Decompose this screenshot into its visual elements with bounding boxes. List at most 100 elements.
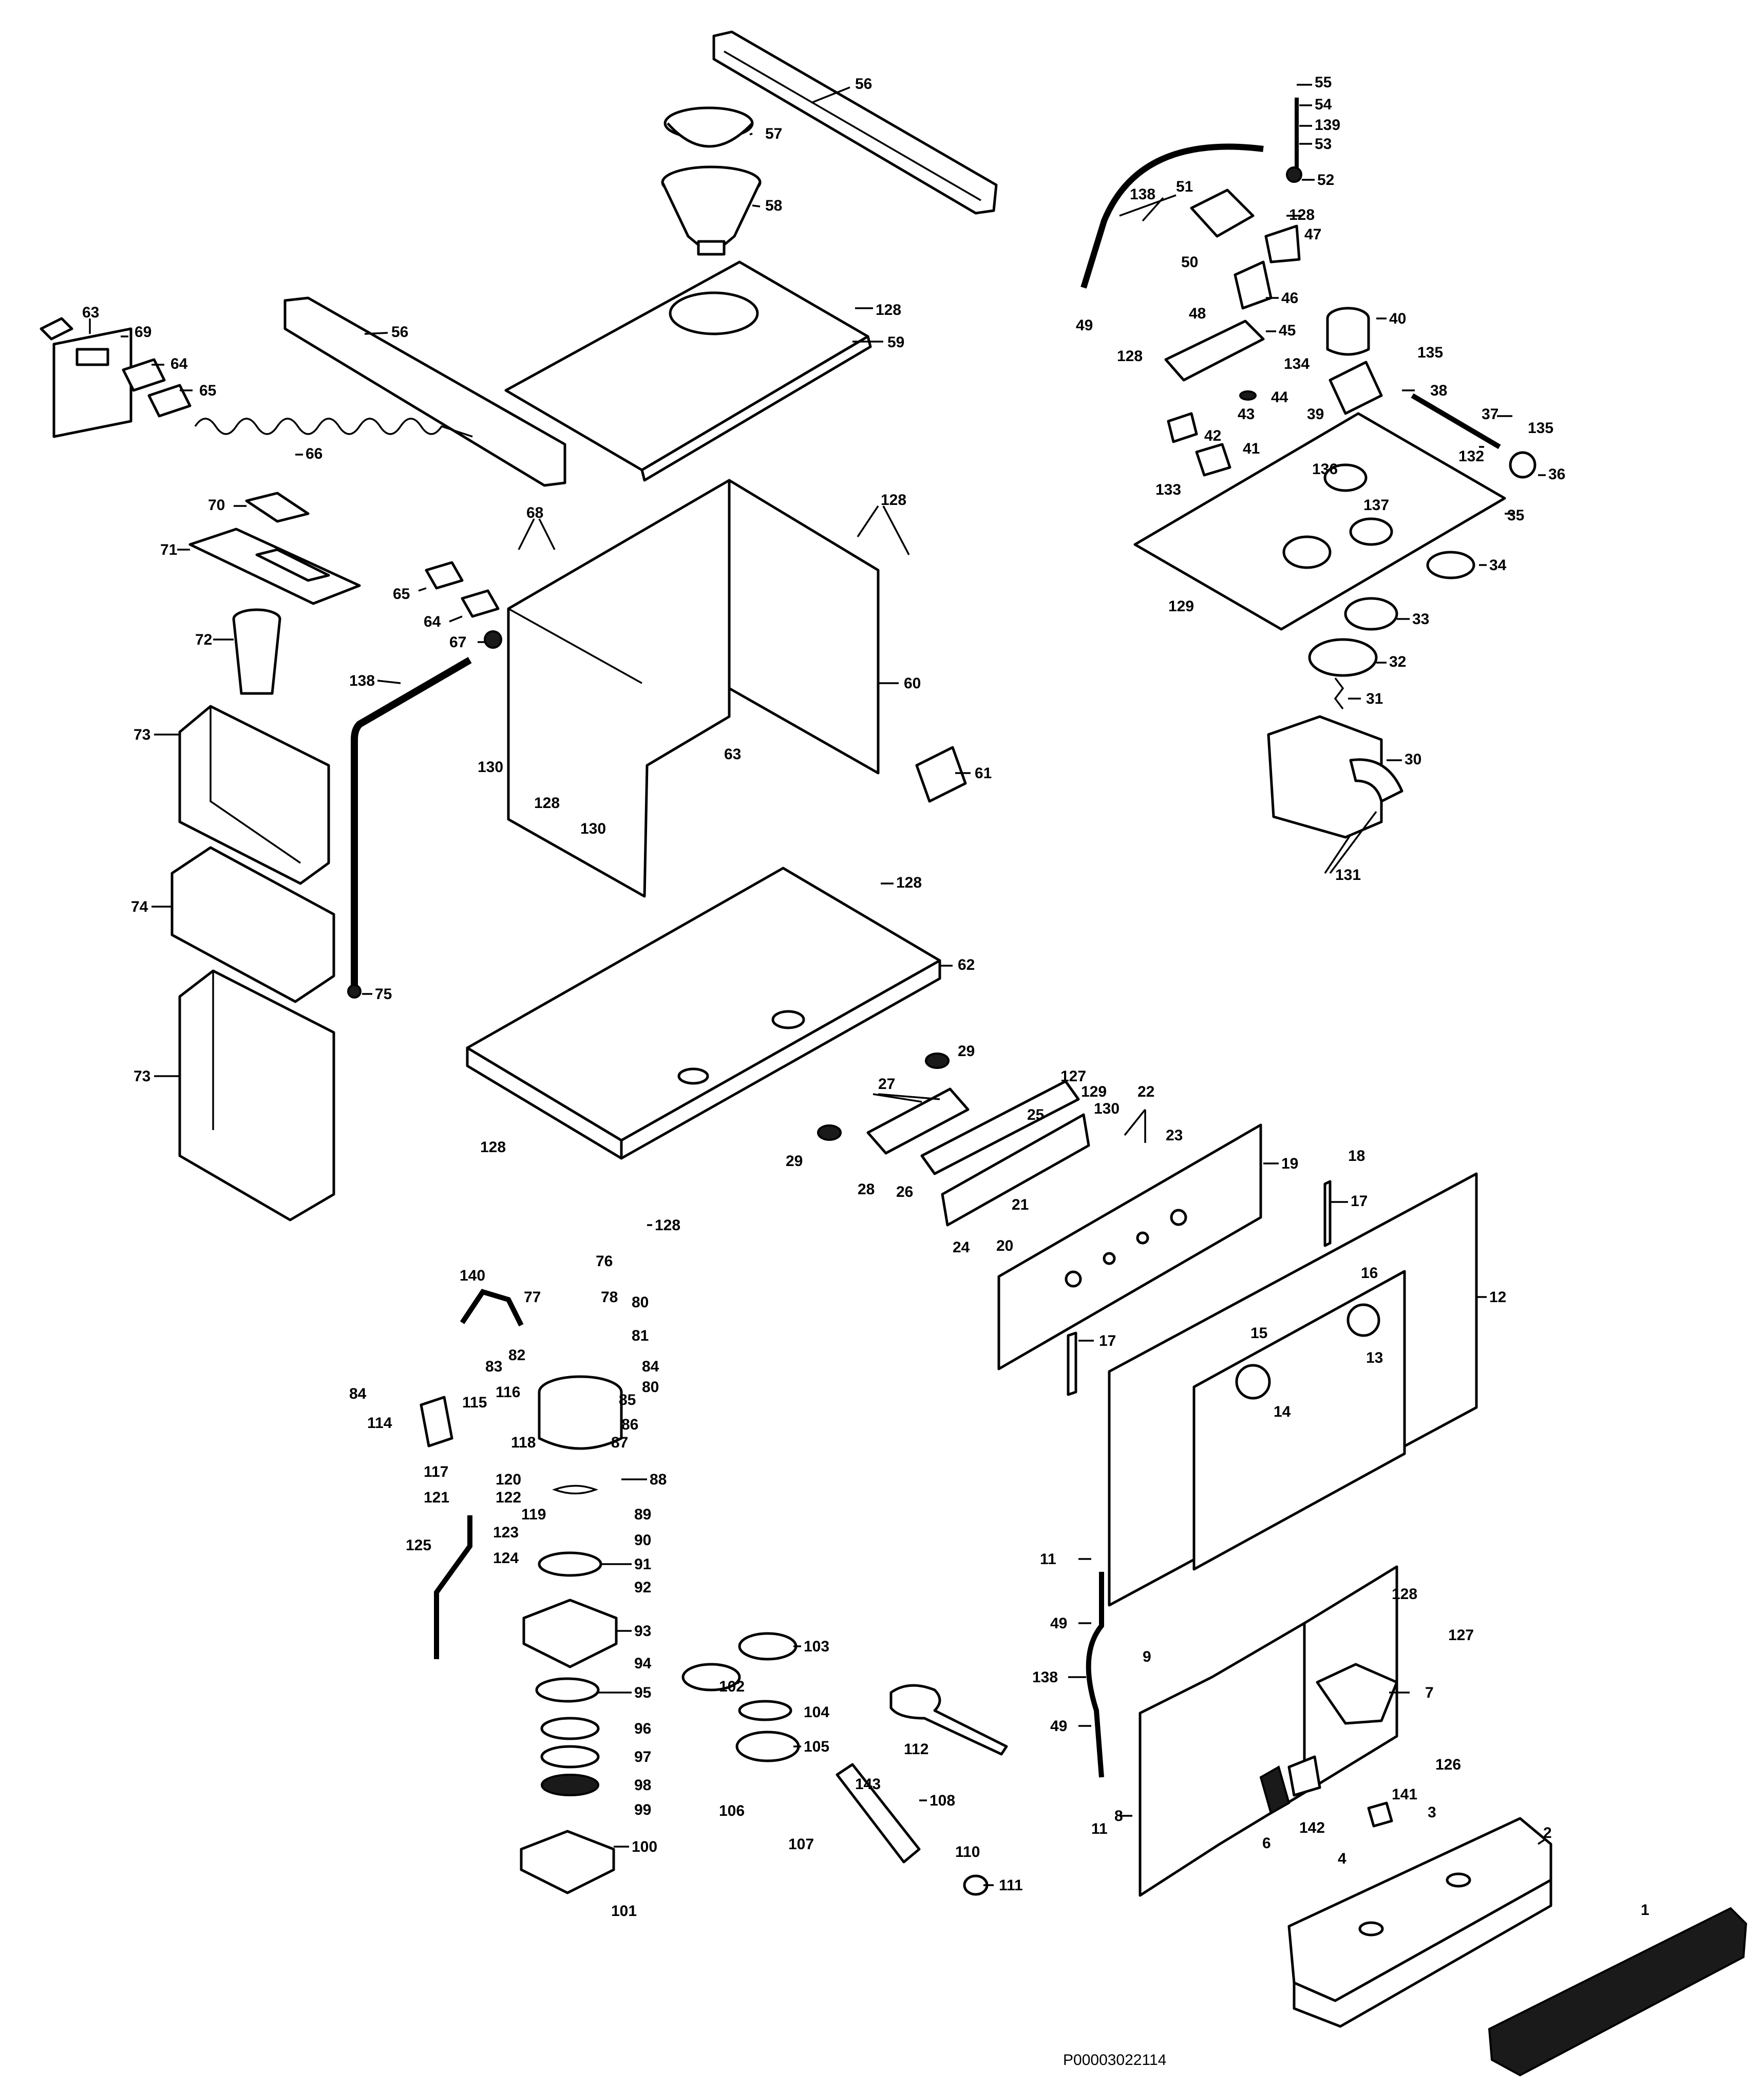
callout-39: 39	[1307, 406, 1324, 423]
callout-66: 66	[306, 445, 323, 462]
callout-58: 58	[765, 197, 782, 214]
callout-115: 115	[462, 1394, 487, 1411]
part-96-ring	[540, 1717, 600, 1740]
part-47-bracket	[1264, 224, 1301, 264]
callout-137: 137	[1363, 497, 1389, 514]
callout-69: 69	[135, 324, 151, 341]
callout-131: 131	[1335, 867, 1361, 884]
part-102-filter-basket	[681, 1663, 741, 1692]
callout-47: 47	[1304, 226, 1321, 243]
callout-49: 49	[1076, 317, 1093, 334]
callout-9: 9	[1143, 1648, 1151, 1665]
callout-97: 97	[634, 1749, 651, 1765]
callout-121: 121	[424, 1489, 449, 1506]
callout-111: 111	[999, 1877, 1023, 1894]
callout-19: 19	[1281, 1155, 1298, 1172]
callout-80: 80	[632, 1294, 649, 1311]
callout-56: 56	[391, 324, 408, 341]
callout-129: 129	[1081, 1083, 1107, 1100]
callout-31: 31	[1366, 690, 1383, 707]
callout-36: 36	[1548, 466, 1565, 483]
callout-2: 2	[1543, 1825, 1552, 1841]
callout-54: 54	[1315, 96, 1332, 113]
part-142-valve-body	[1287, 1755, 1321, 1797]
callout-119: 119	[521, 1506, 546, 1523]
callout-134: 134	[1284, 355, 1310, 372]
callout-143: 143	[855, 1776, 881, 1793]
callout-114: 114	[367, 1415, 392, 1432]
part-97-shower	[540, 1745, 600, 1769]
callout-120: 120	[496, 1471, 521, 1488]
callout-89: 89	[634, 1506, 651, 1523]
callout-84: 84	[349, 1385, 367, 1402]
callout-130: 130	[478, 759, 503, 776]
leader-lines	[89, 84, 1546, 1886]
part-112-measuring-spoon	[889, 1684, 1008, 1756]
callout-53: 53	[1315, 136, 1332, 153]
callout-59: 59	[887, 334, 904, 351]
callout-101: 101	[611, 1903, 637, 1920]
callout-86: 86	[621, 1416, 638, 1433]
callout-108: 108	[930, 1792, 955, 1809]
callout-38: 38	[1430, 382, 1447, 399]
callout-64: 64	[424, 613, 441, 630]
callout-74: 74	[131, 898, 148, 915]
part-140-tube	[460, 1289, 524, 1327]
callout-84: 84	[642, 1358, 659, 1375]
callout-80: 80	[642, 1379, 659, 1396]
part-63-latch	[40, 317, 73, 341]
callout-73: 73	[134, 726, 150, 743]
callout-30: 30	[1405, 751, 1421, 768]
part-42-clip	[1167, 412, 1198, 443]
callout-35: 35	[1507, 507, 1524, 524]
callout-26: 26	[896, 1183, 913, 1200]
part-71-panel	[188, 528, 361, 605]
callout-127: 127	[1060, 1068, 1086, 1085]
part-35-grinder-plate	[1133, 412, 1506, 631]
callout-95: 95	[634, 1684, 651, 1701]
callout-126: 126	[1435, 1756, 1461, 1773]
callout-128: 128	[655, 1217, 680, 1234]
callout-112: 112	[904, 1741, 928, 1758]
callout-141: 141	[1392, 1786, 1417, 1803]
callout-81: 81	[632, 1327, 649, 1344]
part-64-connector-b	[461, 589, 500, 618]
callout-29: 29	[958, 1043, 975, 1060]
callout-23: 23	[1166, 1127, 1183, 1144]
callout-132: 132	[1458, 448, 1484, 465]
part-36-knob	[1509, 451, 1537, 479]
part-66-coiled-cable	[194, 418, 473, 438]
part-138-hose	[351, 656, 472, 986]
part-70-grid	[245, 492, 310, 523]
callout-138: 138	[1032, 1669, 1058, 1686]
callout-135: 135	[1528, 420, 1553, 437]
callout-104: 104	[804, 1704, 829, 1721]
callout-63: 63	[82, 304, 99, 321]
callout-11: 11	[1040, 1551, 1056, 1568]
callout-12: 12	[1489, 1289, 1506, 1306]
callout-40: 40	[1389, 310, 1406, 327]
part-65-connector	[147, 384, 192, 418]
callout-71: 71	[160, 541, 177, 558]
callout-11: 11	[1091, 1820, 1108, 1837]
callout-61: 61	[975, 765, 992, 782]
callout-136: 136	[1312, 461, 1338, 478]
part-7-funnel	[1316, 1663, 1398, 1725]
callout-98: 98	[634, 1777, 651, 1794]
callout-128: 128	[1392, 1586, 1417, 1603]
callout-117: 117	[424, 1463, 448, 1480]
callout-128: 128	[1117, 348, 1143, 365]
callout-68: 68	[526, 504, 543, 521]
callout-128: 128	[876, 302, 901, 318]
callout-100: 100	[632, 1838, 657, 1855]
callout-138: 138	[1130, 186, 1155, 203]
callout-13: 13	[1366, 1349, 1383, 1366]
callout-3: 3	[1428, 1804, 1436, 1821]
callout-4: 4	[1338, 1850, 1346, 1867]
callout-70: 70	[208, 497, 225, 514]
callout-110: 110	[955, 1844, 980, 1861]
callout-125: 125	[406, 1537, 431, 1554]
callout-139: 139	[1315, 117, 1340, 134]
callout-77: 77	[524, 1289, 541, 1306]
callout-107: 107	[788, 1836, 814, 1853]
